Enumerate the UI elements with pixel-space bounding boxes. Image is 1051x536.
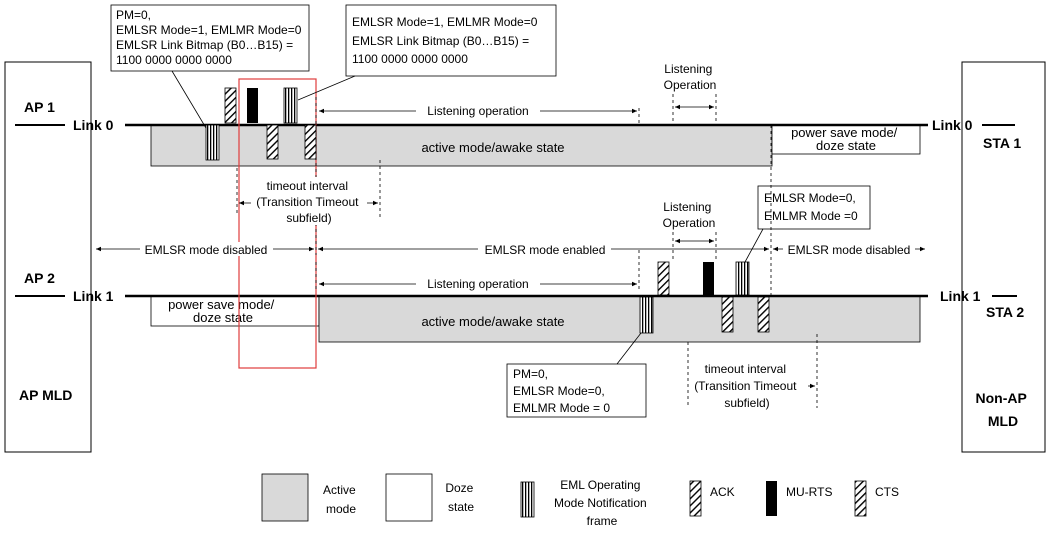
callout-bottom-leader	[616, 332, 642, 365]
eml-frame-ap2-response	[735, 261, 750, 296]
callout-top-left	[110, 4, 310, 72]
cts-frame-link0	[266, 124, 279, 160]
ap-mld-label: AP MLD	[19, 387, 72, 403]
listening-op-top-label: Listening Operation	[664, 62, 717, 92]
callout-right-mid	[757, 185, 871, 230]
non-ap-mld-box	[961, 61, 1046, 453]
ack-frame-link1	[657, 261, 670, 296]
legend-active-swatch	[261, 473, 309, 522]
eml-frame-sta2	[639, 296, 654, 334]
mu-rts-frame-link0	[247, 88, 258, 123]
ap2-label: AP 2	[24, 270, 55, 286]
eml-frame-ap1	[205, 124, 220, 161]
emlsr-disabled-left-label: EMLSR mode disabled	[145, 243, 268, 257]
legend-cts-swatch	[854, 480, 867, 517]
callout-top-mid-leader	[297, 75, 356, 101]
callout-top-left-leader	[171, 70, 207, 129]
link0-left-label: Link 0	[73, 117, 114, 133]
callout-top-left-text: PM=0, EMLSR Mode=1, EMLMR Mode=0 EMLSR L…	[116, 8, 305, 67]
cts-frame-link1	[721, 296, 734, 333]
sta1-label: STA 1	[983, 135, 1021, 151]
psm-doze-label-2: power save mode/ doze state	[168, 297, 278, 325]
callout-top-mid-text: EMLSR Mode=1, EMLMR Mode=0 EMLSR Link Bi…	[352, 15, 541, 66]
eml-frame-ap1-response	[283, 87, 298, 124]
timeout-interval-label-1: timeout interval (Transition Timeout sub…	[256, 179, 362, 225]
listening-operation-label-1: Listening operation	[427, 104, 528, 118]
active-awake-label-1: active mode/awake state	[421, 140, 564, 155]
link1-left-label: Link 1	[73, 288, 114, 304]
legend-murts-swatch	[766, 481, 777, 516]
listening-op-mid-label: Listening Operation	[663, 200, 716, 230]
ap1-label: AP 1	[24, 99, 55, 115]
link1-right-label: Link 1	[940, 288, 981, 304]
link0-right-label: Link 0	[932, 117, 973, 133]
emlsr-disabled-right-label: EMLSR mode disabled	[788, 243, 911, 257]
active-awake-label-2: active mode/awake state	[421, 314, 564, 329]
legend-eml-swatch	[520, 481, 535, 518]
legend-ack-label: ACK	[710, 485, 735, 499]
legend-ack-swatch	[689, 480, 702, 517]
psm-doze-label-1: power save mode/ doze state	[791, 125, 901, 153]
ack-frame-link0-sta	[304, 124, 317, 160]
callout-right-mid-text: EMLSR Mode=0, EMLMR Mode =0	[764, 191, 859, 223]
non-ap-mld-label: Non-AP MLD	[976, 390, 1031, 429]
legend-cts-label: CTS	[875, 485, 899, 499]
listening-operation-label-2: Listening operation	[427, 277, 528, 291]
timeout-interval-label-2: timeout interval (Transition Timeout sub…	[694, 362, 800, 410]
sta2-label: STA 2	[986, 304, 1024, 320]
legend-murts-label: MU-RTS	[786, 485, 832, 499]
callout-bottom-text: PM=0, EMLSR Mode=0, EMLMR Mode = 0	[513, 367, 610, 415]
ap-mld-box	[4, 61, 92, 453]
legend-eml-label: EML Operating Mode Notification frame	[554, 478, 650, 528]
legend-doze-label: Doze state	[445, 481, 476, 514]
doze-box-link1	[150, 295, 320, 327]
legend-doze-swatch	[385, 473, 433, 522]
active-bar-link1	[318, 295, 921, 343]
ack-frame-link0	[224, 87, 237, 124]
callout-right-mid-leader	[744, 228, 764, 263]
mu-rts-frame-link1	[703, 262, 714, 295]
doze-box-link0	[771, 124, 921, 155]
callout-bottom	[506, 363, 647, 418]
legend-active-label: Active mode	[323, 483, 359, 516]
ack-frame-link1-sta	[757, 296, 770, 333]
emlsr-enabled-label: EMLSR mode enabled	[485, 243, 606, 257]
callout-top-mid	[345, 4, 557, 77]
